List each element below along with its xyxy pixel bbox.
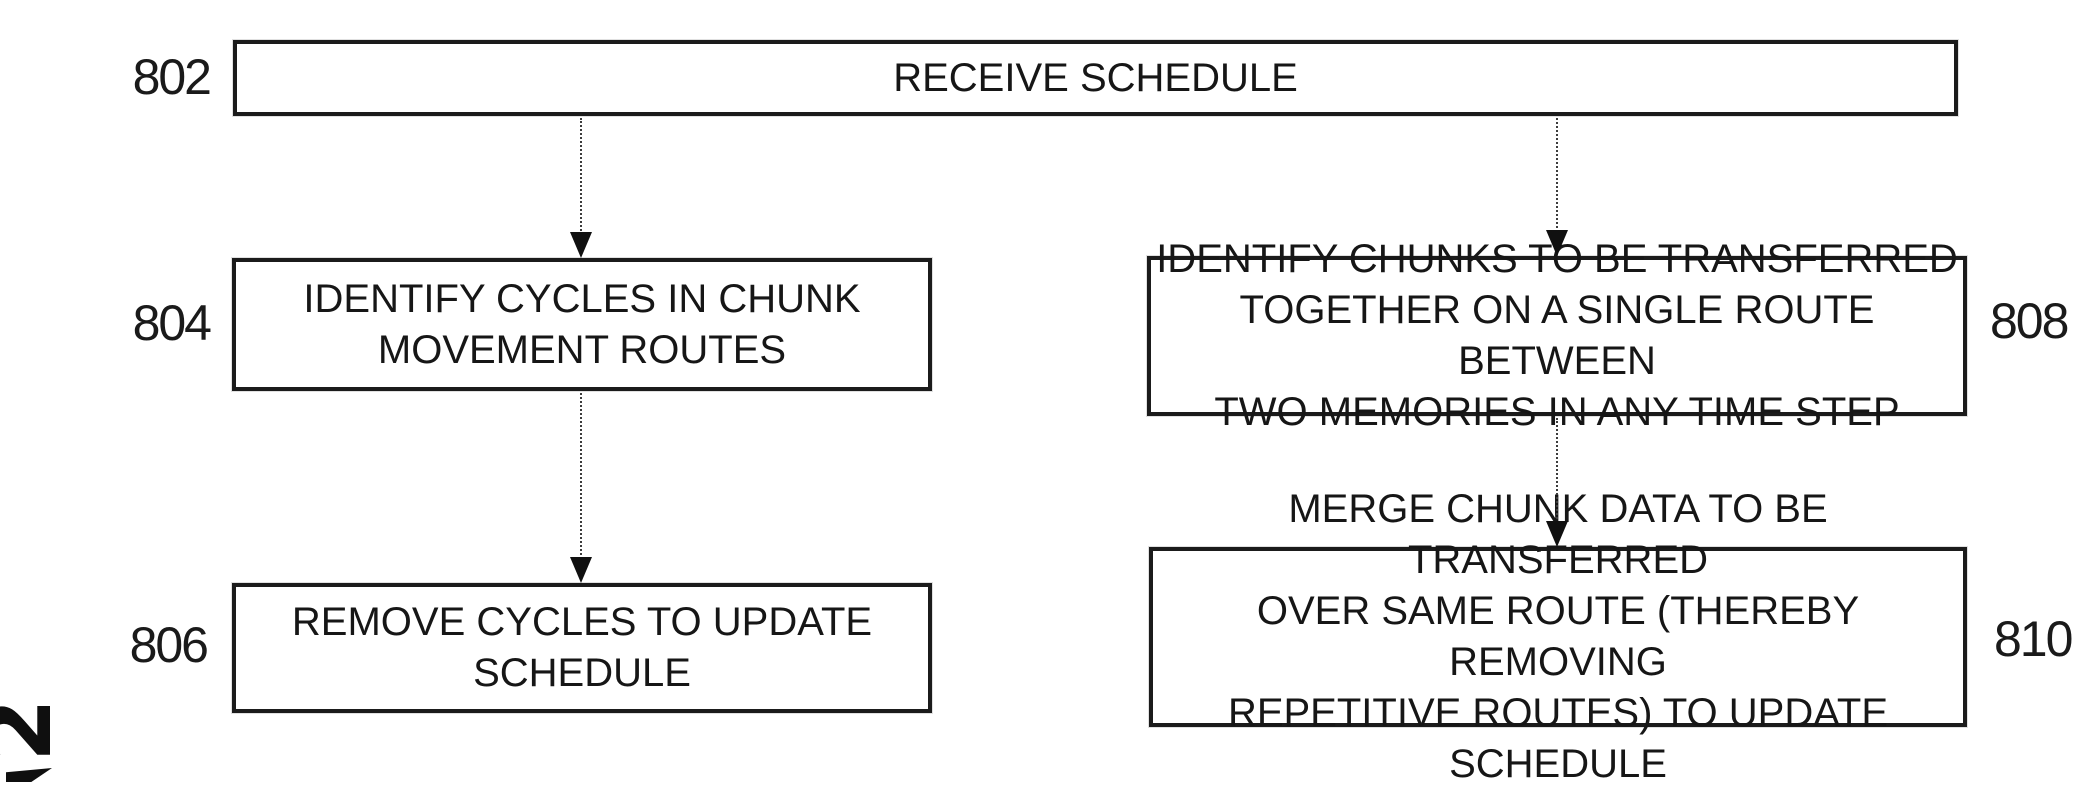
flowchart-box-remove-cycles: REMOVE CYCLES TO UPDATE SCHEDULE <box>232 583 932 713</box>
ref-label-808: 808 <box>1990 293 2069 349</box>
connector-804-806-line <box>580 393 582 559</box>
ref-label-804: 804 <box>132 295 212 351</box>
flowchart-box-identify-cycles: IDENTIFY CYCLES IN CHUNK MOVEMENT ROUTES <box>232 258 932 391</box>
flowchart-box-merge-chunk-data: MERGE CHUNK DATA TO BE TRANSFERRED OVER … <box>1149 487 1967 786</box>
ref-label-806: 806 <box>129 617 209 673</box>
ref-label-802: 802 <box>132 49 212 105</box>
flowchart-box-receive-schedule: RECEIVE SCHEDULE <box>233 40 1958 116</box>
connector-802-808-line <box>1556 118 1558 232</box>
connector-808-810-line <box>1556 418 1558 523</box>
arrowhead-down-icon <box>1546 230 1568 256</box>
connector-802-804-line <box>580 118 582 234</box>
rotated-figure-digit: 2 <box>0 675 73 785</box>
ref-label-810: 810 <box>1994 611 2073 667</box>
flowchart-box-identify-chunks: IDENTIFY CHUNKS TO BE TRANSFERRED TOGETH… <box>1147 237 1967 434</box>
arrowhead-down-icon <box>570 232 592 258</box>
arrowhead-down-icon <box>570 557 592 583</box>
arrowhead-down-icon <box>1546 521 1568 547</box>
